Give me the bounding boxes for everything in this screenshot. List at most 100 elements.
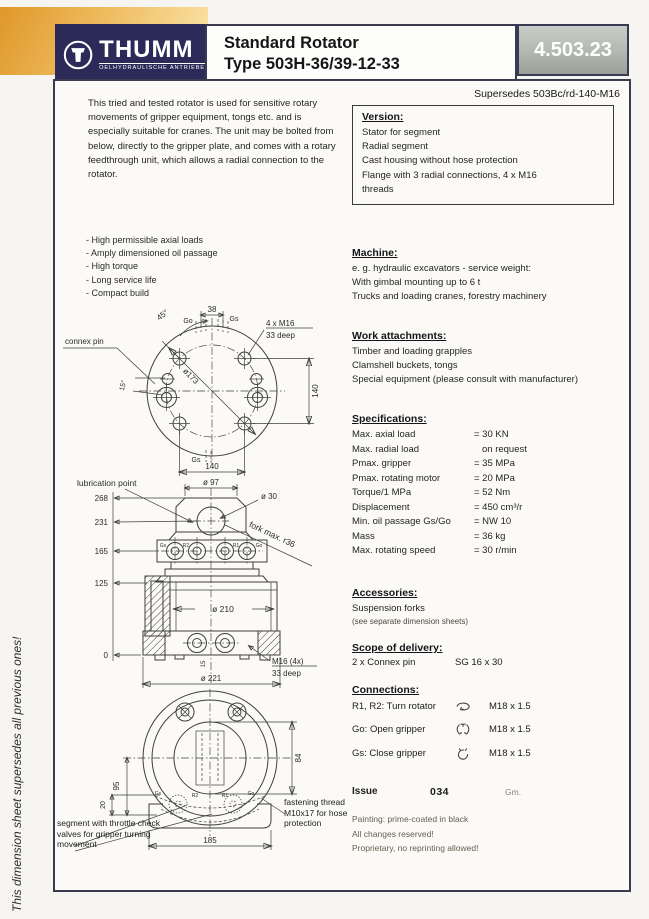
footer-note: Painting: prime-coated in black [352, 814, 469, 824]
scope-item: 2 x Connex pin [352, 657, 416, 668]
accessories-section: Accessories: Suspension forks (see separ… [352, 587, 630, 628]
spec-row: Displacement= 450 cm³/r [352, 501, 630, 516]
port-label-go: Go [248, 791, 255, 797]
issue-row: Issue 034 Gm. [352, 786, 622, 800]
accessories-line: Suspension forks [352, 603, 425, 614]
dim-label-140-v: 140 [311, 384, 320, 398]
feature-item: - Compact build [86, 287, 150, 298]
spec-value: = NW 10 [474, 516, 512, 527]
feature-item: - High torque [86, 261, 139, 272]
connection-thread: M18 x 1.5 [489, 748, 531, 759]
spec-label: Displacement [352, 501, 410, 513]
spec-row: Mass = 36 kg [352, 530, 630, 545]
dim-label-dia173: ø173 [181, 367, 201, 387]
spec-label: Min. oil passage Gs/Go [352, 516, 451, 527]
housing-outline [123, 689, 293, 836]
level-label-125: 125 [95, 579, 109, 588]
bolt-depth-label: 33 deep [266, 331, 295, 340]
specifications-section: Specifications: Max. axial load= 30 KN M… [352, 413, 630, 559]
thumm-logo: THUMM OELHYDRAULISCHE ANTRIEBE [55, 24, 205, 85]
spec-value: = 52 Nm [474, 487, 511, 498]
spec-label: Max. radial load [352, 443, 420, 455]
bolt-spec-label: 4 x M16 [266, 319, 295, 328]
dim-label-45deg: 45° [155, 308, 170, 323]
logo-text: THUMM OELHYDRAULISCHE ANTRIEBE [99, 35, 205, 71]
port-label-go: Go [256, 543, 263, 549]
connection-row: Go: Open gripper M18 x 1.5 [352, 722, 622, 743]
segment-valves-label: segment with throttle check valves for g… [57, 818, 160, 849]
side-note: This dimension sheet supersedes all prev… [10, 636, 24, 912]
intro-paragraph-1: This tried and tested rotator is used fo… [88, 98, 318, 138]
work-attachments-line: Timber and loading grapples [352, 346, 473, 357]
machine-heading: Machine: [352, 247, 398, 259]
port-label-gs-bottom: Gs [192, 457, 201, 464]
connection-row: Gs: Close gripper M18 x 1.5 [352, 748, 622, 764]
port-label-gs: Gs [155, 791, 162, 797]
connection-row: R1, R2: Turn rotator M18 x 1.5 [352, 701, 622, 717]
rotator-body [144, 561, 278, 637]
dim-label-20: 20 [100, 801, 107, 809]
accessories-note: (see separate dimension sheets) [352, 617, 469, 627]
issue-number: 034 [430, 786, 450, 798]
spec-value: on request [482, 443, 527, 455]
spec-label: Pmax. rotating motor [352, 472, 441, 484]
dimension-lines [124, 484, 317, 688]
port-label-go: Go [183, 318, 192, 325]
issue-initials: Gm. [505, 787, 522, 797]
version-line: Cast housing without hose protection [362, 155, 518, 167]
spec-value: = 36 kg [474, 530, 506, 542]
footer-note: Proprietary, no reprinting allowed! [352, 843, 479, 853]
drawing-side-view: lubrication point ø 97 ø 30 fork max. r3… [77, 478, 317, 688]
logo-brand: THUMM [99, 35, 194, 63]
issue-label: Issue [352, 786, 378, 797]
dim-label-dia210: ø 210 [212, 604, 234, 614]
version-line: Stator for segment [362, 127, 441, 138]
open-gripper-icon [454, 722, 472, 743]
level-label-231: 231 [95, 518, 109, 527]
dim-label-dia221: ø 221 [201, 674, 222, 683]
intro-paragraph-2: The unit may be bolted from below, direc… [88, 126, 336, 181]
drawing-top-view: 45° 38 Go Gs 4 x M16 33 deep connex pin … [63, 305, 320, 476]
version-heading: Version: [362, 111, 404, 123]
spec-value: = 20 MPa [474, 472, 515, 484]
spec-row: Max. axial load= 30 KN [352, 428, 630, 443]
dim-label-15: 15 [201, 660, 207, 667]
scope-value: SG 16 x 30 [455, 657, 503, 668]
doc-title: Standard Rotator Type 503H-36/39-12-33 [205, 24, 517, 85]
scope-row: 2 x Connex pin SG 16 x 30 [352, 657, 630, 668]
version-line: Flange with 3 radial connections, 4 x M1… [362, 169, 537, 181]
work-attachments-line: Clamshell buckets, tongs [352, 360, 458, 372]
base-flange [142, 630, 281, 661]
connex-pin-label: connex pin [65, 337, 104, 346]
connection-label: R1, R2: Turn rotator [352, 701, 436, 712]
turn-rotator-icon [454, 699, 472, 720]
doc-title-line1: Standard Rotator [224, 34, 359, 52]
spec-row: Torque/1 MPa= 52 Nm [352, 486, 630, 501]
thumm-logo-icon [63, 40, 93, 69]
center-bore [173, 721, 247, 795]
doc-code-badge: 4.503.23 [517, 24, 629, 76]
level-label-268: 268 [95, 494, 109, 503]
drawing-bottom-view: 84 95 20 185 Gs R2 R1 Go [74, 689, 303, 852]
valve-segment [154, 794, 266, 814]
close-gripper-icon [454, 746, 472, 767]
port-label-r2: R2 [183, 543, 190, 549]
spec-value: = 30 r/min [474, 545, 517, 556]
clevis-head [167, 488, 255, 683]
bolt-holes [175, 702, 247, 722]
accessories-heading: Accessories: [352, 587, 418, 599]
spec-row: Max. rotating speed= 30 r/min [352, 544, 630, 559]
connection-label: Gs: Close gripper [352, 748, 426, 759]
spec-value: = 35 MPa [474, 458, 515, 469]
spec-label: Mass [352, 530, 375, 542]
port-label-gs: Gs [230, 316, 239, 323]
version-line: threads [362, 183, 394, 195]
dimension-lines [63, 311, 314, 476]
scope-heading: Scope of delivery: [352, 642, 443, 654]
dim-label-185: 185 [203, 836, 217, 845]
connection-thread: M18 x 1.5 [489, 701, 531, 712]
work-attachments-section: Work attachments: Timber and loading gra… [352, 330, 630, 388]
spec-value: = 30 KN [474, 429, 509, 440]
port-block [156, 537, 268, 565]
